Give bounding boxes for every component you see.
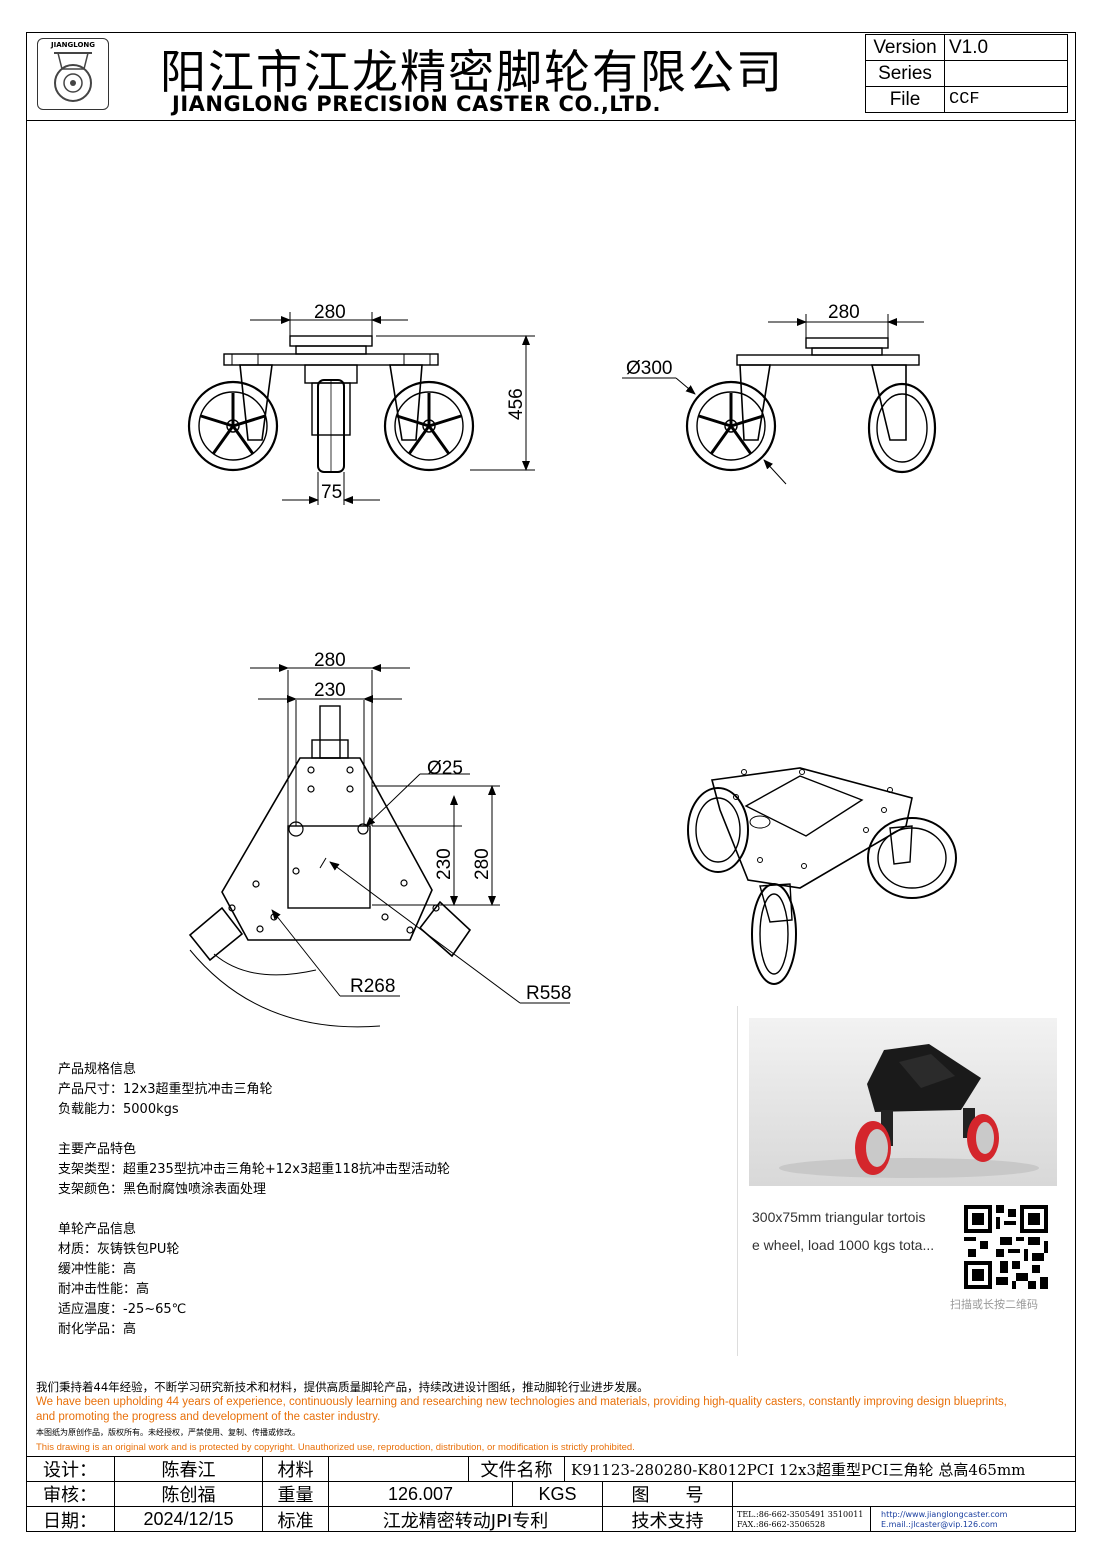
spec-line: 支架颜色：黑色耐腐蚀喷涂表面处理 (58, 1182, 267, 1197)
panel-divider (737, 1006, 738, 1356)
caster-logo-icon (54, 52, 92, 102)
note-copyright-cn: 本图纸为原创作品，版权所有。未经授权，严禁使用、复制、传播或修改。 (36, 1428, 300, 1437)
email-link[interactable]: E.mail.:jlcaster@vip.126.com (881, 1519, 998, 1529)
file-label: File (865, 86, 945, 113)
dim-front-height: 456 (506, 388, 527, 420)
spec-line: 耐化学品：高 (58, 1322, 137, 1337)
series-value (944, 60, 1068, 87)
dim-plan-inner: 230 (314, 680, 346, 701)
qr-code-icon[interactable] (964, 1205, 1048, 1289)
notes-block: 我们秉持着44年经验，不断学习研究新技术和材料，提供高质量脚轮产品，持续改进设计… (36, 1380, 1076, 1455)
spec-line: 负载能力：5000kgs (58, 1102, 179, 1117)
dim-front-top: 280 (314, 302, 346, 323)
product-photo (749, 1018, 1057, 1186)
spec-section-title: 产品规格信息 (58, 1062, 137, 1077)
weight-label: 重量 (262, 1481, 328, 1506)
dim-radius-small: R268 (350, 976, 395, 997)
front-view (187, 312, 535, 505)
side-view (622, 314, 937, 485)
technical-drawing: 280 456 75 280 Ø300 280 230 Ø25 230 280 … (187, 302, 957, 1028)
version-value: V1.0 (944, 34, 1068, 61)
design-label: 设计： (26, 1456, 114, 1481)
spec-line: 缓冲性能：高 (58, 1262, 137, 1277)
file-value: CCF (944, 86, 1068, 113)
caster-render-icon (779, 1044, 1039, 1178)
caption-line: 300x75mm triangular tortois (752, 1209, 926, 1225)
spec-line: 支架类型：超重235型抗冲击三角轮+12x3超重118抗冲击型活动轮 (58, 1162, 451, 1177)
spec-line: 耐冲击性能：高 (58, 1282, 150, 1297)
plan-view (188, 664, 570, 1028)
design-value: 陈春江 (114, 1456, 262, 1481)
fax-text: FAX.:86-662-3506528 (737, 1519, 826, 1529)
note-en-1: We have been upholding 44 years of exper… (36, 1396, 1007, 1408)
dim-plan-outer: 280 (314, 650, 346, 671)
note-cn: 我们秉持着44年经验，不断学习研究新技术和材料，提供高质量脚轮产品，持续改进设计… (36, 1380, 649, 1394)
drawing-no-value (732, 1481, 1076, 1506)
version-table: Version V1.0 Series File CCF (865, 34, 1068, 113)
website-link[interactable]: http://www.jianglongcaster.com (881, 1509, 1008, 1519)
logo-text: JIANGLONG (51, 41, 95, 49)
review-label: 审核： (26, 1481, 114, 1506)
product-specs: 产品规格信息 产品尺寸：12x3超重型抗冲击三角轮 负载能力：5000kgs 主… (58, 1060, 450, 1340)
spec-section-title: 主要产品特色 (58, 1142, 137, 1157)
spec-line: 材质：灰铸铁包PU轮 (58, 1242, 180, 1257)
filename-label: 文件名称 (468, 1456, 564, 1481)
company-logo: JIANGLONG (37, 38, 109, 110)
company-name-en: JIANGLONG PRECISION CASTER CO.,LTD. (172, 92, 661, 116)
support-label: 技术支持 (602, 1506, 732, 1532)
spec-section-title: 单轮产品信息 (58, 1222, 137, 1237)
contact-web: http://www.jianglongcaster.com E.mail.:j… (870, 1506, 1076, 1532)
dim-side-diameter: Ø300 (626, 358, 672, 379)
note-en-2: and promoting the progress and developme… (36, 1411, 381, 1423)
spec-line: 适应温度：-25~65℃ (58, 1302, 187, 1317)
contact-phone: TEL.:86-662-3505491 3510011 FAX.:86-662-… (732, 1506, 870, 1532)
spec-line: 产品尺寸：12x3超重型抗冲击三角轮 (58, 1082, 273, 1097)
title-block: 设计： 陈春江 材料 文件名称 K91123-280280-K8012PCI 1… (26, 1456, 1076, 1532)
standard-value: 江龙精密转动JPI专利 (328, 1506, 602, 1532)
tel-text: TEL.:86-662-3505491 3510011 (737, 1509, 864, 1519)
review-value: 陈创福 (114, 1481, 262, 1506)
caption-line: e wheel, load 1000 kgs tota... (752, 1237, 935, 1253)
date-label: 日期： (26, 1506, 114, 1532)
dim-plan-v-inner: 230 (434, 848, 455, 880)
drawing-no-label: 图 号 (602, 1481, 732, 1506)
dim-hole-diameter: Ø25 (427, 758, 463, 779)
material-label: 材料 (262, 1456, 328, 1481)
company-name-cn: 阳江市江龙精密脚轮有限公司 (160, 45, 784, 99)
drawing-frame (26, 32, 1076, 1532)
dim-front-wheel-width: 75 (321, 482, 342, 503)
header-divider (26, 120, 1076, 121)
weight-unit: KGS (512, 1481, 602, 1506)
series-label: Series (865, 60, 945, 87)
date-value: 2024/12/15 (114, 1506, 262, 1532)
product-caption: 300x75mm triangular tortois e wheel, loa… (752, 1203, 947, 1259)
standard-label: 标准 (262, 1506, 328, 1532)
filename-value: K91123-280280-K8012PCI 12x3超重型PCI三角轮 总高4… (564, 1456, 1076, 1481)
qr-caption: 扫描或长按二维码 (950, 1298, 1038, 1311)
material-value (328, 1456, 468, 1481)
dim-radius-large: R558 (526, 983, 571, 1004)
note-copyright-en: This drawing is an original work and is … (36, 1442, 635, 1453)
isometric-view (687, 767, 957, 985)
weight-value: 126.007 (328, 1481, 512, 1506)
dim-side-top: 280 (828, 302, 860, 323)
dim-plan-v-outer: 280 (472, 848, 493, 880)
